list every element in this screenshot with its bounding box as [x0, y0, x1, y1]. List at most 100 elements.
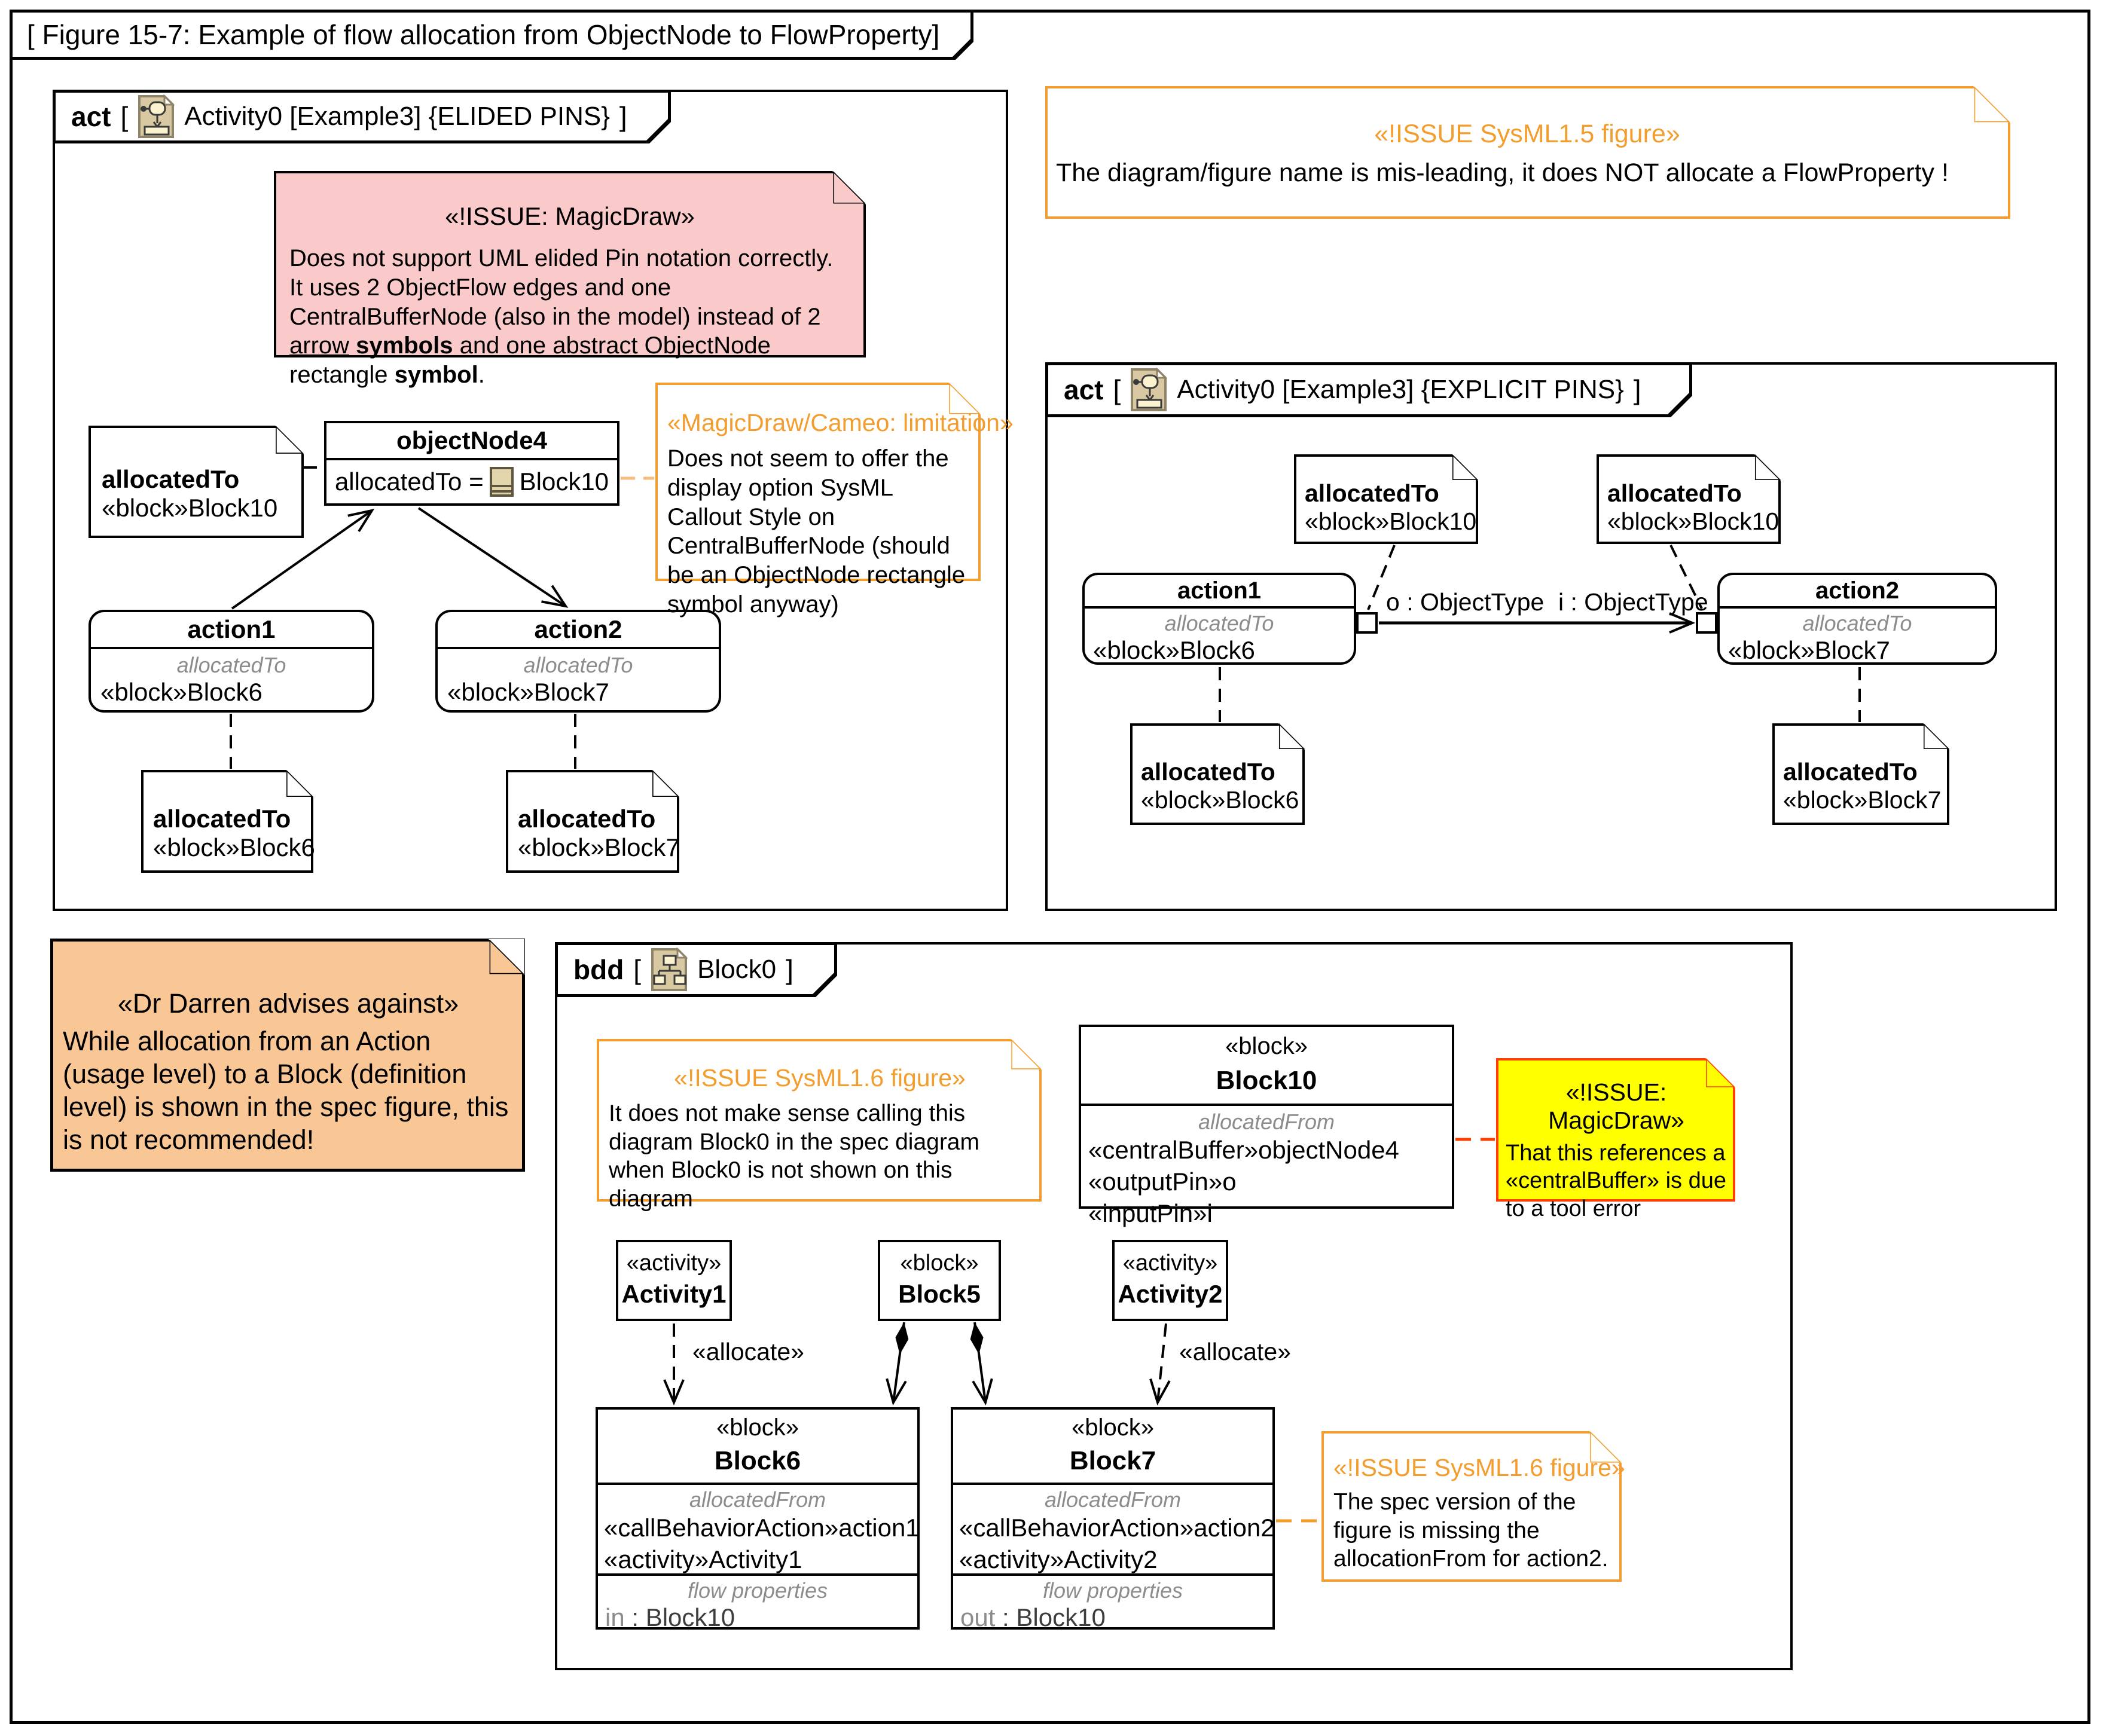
note-fold-corner [1973, 86, 2010, 123]
allocated-from-item: «outputPin»o [1088, 1167, 1237, 1196]
output-pin-o [1356, 612, 1378, 634]
note-body: Does not seem to offer the display optio… [667, 445, 966, 618]
note-issue-sysml16-action2: «!ISSUE SysML1.6 figure» The spec versio… [1321, 1431, 1625, 1582]
note-fold-corner [1278, 723, 1305, 750]
note-allocatedto-block7-explicit: allocatedTo «block»Block7 [1772, 723, 1949, 825]
note-line1: allocatedTo [153, 805, 291, 833]
note-title: «!ISSUE SysML1.6 figure» [674, 1064, 966, 1092]
allocated-value: «block»Block7 [447, 678, 609, 706]
frame-name: Activity0 [Example3] {EXPLICIT PINS} [1177, 375, 1624, 404]
flow-direction: out [960, 1603, 996, 1631]
note-body: That this references a «centralBuffer» i… [1506, 1141, 1726, 1221]
note-allocatedto-block10: allocatedTo «block»Block10 [88, 426, 304, 538]
note-body-text: Does not support UML elided Pin notation… [289, 245, 834, 330]
note-body-underlined: arrow [289, 332, 350, 359]
note-line1: allocatedTo [1783, 758, 1918, 786]
node-action2: action2 allocatedTo «block»Block7 [435, 610, 721, 713]
note-allocatedto-block6-explicit: allocatedTo «block»Block6 [1130, 723, 1305, 825]
note-title: «!ISSUE SysML1.6 figure» [1333, 1454, 1625, 1481]
node-action1-explicit: action1 allocatedTo «block»Block6 [1082, 573, 1356, 665]
block-name: Block6 [714, 1446, 801, 1475]
note-body: While allocation from an Action (usage l… [63, 1026, 509, 1155]
note-body: The diagram/figure name is mis-leading, … [1056, 158, 1949, 187]
frame-name: Activity0 [Example3] {ELIDED PINS} [184, 102, 610, 131]
note-line2: «block»Block7 [1783, 786, 1942, 814]
note-allocatedto-block10-pin-o: allocatedTo «block»Block10 [1294, 454, 1478, 544]
flow-direction: in [605, 1603, 625, 1631]
note-title: «!ISSUE: MagicDraw» [1548, 1078, 1684, 1134]
note-line1: allocatedTo [1607, 479, 1742, 507]
note-fold-corner [1705, 1058, 1735, 1088]
flow-property: : Block10 [995, 1603, 1106, 1631]
pin-o-label: o : ObjectType [1386, 588, 1545, 616]
frame-keyword: act [71, 101, 111, 132]
block-name: Block5 [898, 1280, 981, 1308]
compartment-label: allocatedTo [523, 653, 633, 677]
note-line2: «block»Block10 [1305, 508, 1477, 535]
note-magicdraw-cameo-limitation: «MagicDraw/Cameo: limitation» Does not s… [655, 383, 1014, 618]
note-fold-corner [948, 383, 981, 415]
open-bracket: [ [1113, 374, 1121, 405]
input-pin-i [1696, 612, 1717, 634]
allocated-from-item: «callBehaviorAction»action2 [959, 1514, 1275, 1542]
note-title: «Dr Darren advises against» [117, 988, 459, 1019]
allocated-value: «block»Block7 [1728, 636, 1890, 664]
frame-bdd-tab: bdd [ Block0 ] [555, 942, 837, 997]
compartment-label: allocatedFrom [1044, 1487, 1182, 1512]
note-issue-sysml16-block0: «!ISSUE SysML1.6 figure» It does not mak… [597, 1039, 1042, 1212]
stereotype: «block» [1072, 1414, 1154, 1441]
compartment-label: allocatedFrom [689, 1487, 826, 1512]
pin-i-label: i : ObjectType [1558, 588, 1708, 616]
figure-title-tab: [ Figure 15-7: Example of flow allocatio… [10, 10, 973, 60]
frame-act-elided-tab: act [ Activity0 [Example3] {ELIDED PINS}… [53, 90, 671, 143]
note-fold-corner [286, 770, 313, 797]
note-issue-magicdraw-centralbuffer: «!ISSUE: MagicDraw» That this references… [1496, 1058, 1735, 1221]
note-body-space [349, 332, 356, 359]
note-body-mid: and one abstract ObjectNode rectangle [289, 332, 771, 389]
node-name: objectNode4 [326, 423, 617, 460]
open-bracket: [ [633, 954, 642, 985]
note-fold-corner [652, 770, 679, 797]
node-activity1: «activity» Activity1 [616, 1240, 732, 1321]
close-bracket: ] [786, 954, 793, 985]
note-line2: «block»Block6 [1141, 786, 1299, 814]
allocate-label-1: «allocate» [692, 1338, 804, 1365]
frame-name: Block0 [697, 955, 777, 984]
frame-keyword: act [1064, 374, 1104, 405]
note-fold-corner [1923, 723, 1949, 750]
note-fold-corner [832, 171, 866, 204]
action-name: action2 [438, 612, 719, 649]
block-name: Activity2 [1118, 1280, 1223, 1308]
node-activity2: «activity» Activity2 [1112, 1240, 1228, 1321]
node-action1: action1 allocatedTo «block»Block6 [88, 610, 374, 713]
stereotype: «activity» [1122, 1251, 1218, 1276]
stereotype: «block» [1225, 1033, 1308, 1059]
node-objectnode4: objectNode4 allocatedTo = Block10 [324, 421, 619, 506]
stereotype: «activity» [626, 1251, 722, 1276]
stereotype: «block» [900, 1251, 979, 1276]
note-issue-magicdraw-pins: «!ISSUE: MagicDraw» Does not support UML… [274, 171, 866, 388]
action-name: action2 [1720, 575, 1995, 609]
allocated-value: «block»Block6 [1093, 636, 1255, 664]
activity-diagram-icon [1130, 368, 1167, 412]
block-name: Block7 [1069, 1446, 1156, 1475]
note-line2: «block»Block10 [102, 494, 278, 522]
note-line2: «block»Block7 [518, 833, 680, 861]
outer-frame-border [10, 10, 2090, 1724]
note-line1: allocatedTo [1305, 479, 1439, 507]
note-body: The spec version of the figure is missin… [1333, 1489, 1608, 1572]
note-allocatedto-block7: allocatedTo «block»Block7 [506, 770, 680, 873]
compartment-label: allocatedTo [176, 653, 286, 677]
attr-label: allocatedTo = [334, 467, 484, 496]
attr-value: Block10 [519, 467, 609, 496]
note-fold-corner [1589, 1431, 1622, 1463]
bdd-diagram-icon [651, 948, 688, 992]
note-title: «!ISSUE SysML1.5 figure» [1374, 120, 1680, 148]
open-bracket: [ [120, 101, 129, 132]
node-block10: «block» Block10 allocatedFrom «centralBu… [1079, 1025, 1454, 1227]
note-line1: allocatedTo [1141, 758, 1275, 786]
figure-title: [ Figure 15-7: Example of flow allocatio… [27, 19, 940, 50]
note-line2: «block»Block10 [1607, 508, 1780, 535]
node-block7: «block» Block7 allocatedFrom «callBehavi… [951, 1407, 1275, 1631]
